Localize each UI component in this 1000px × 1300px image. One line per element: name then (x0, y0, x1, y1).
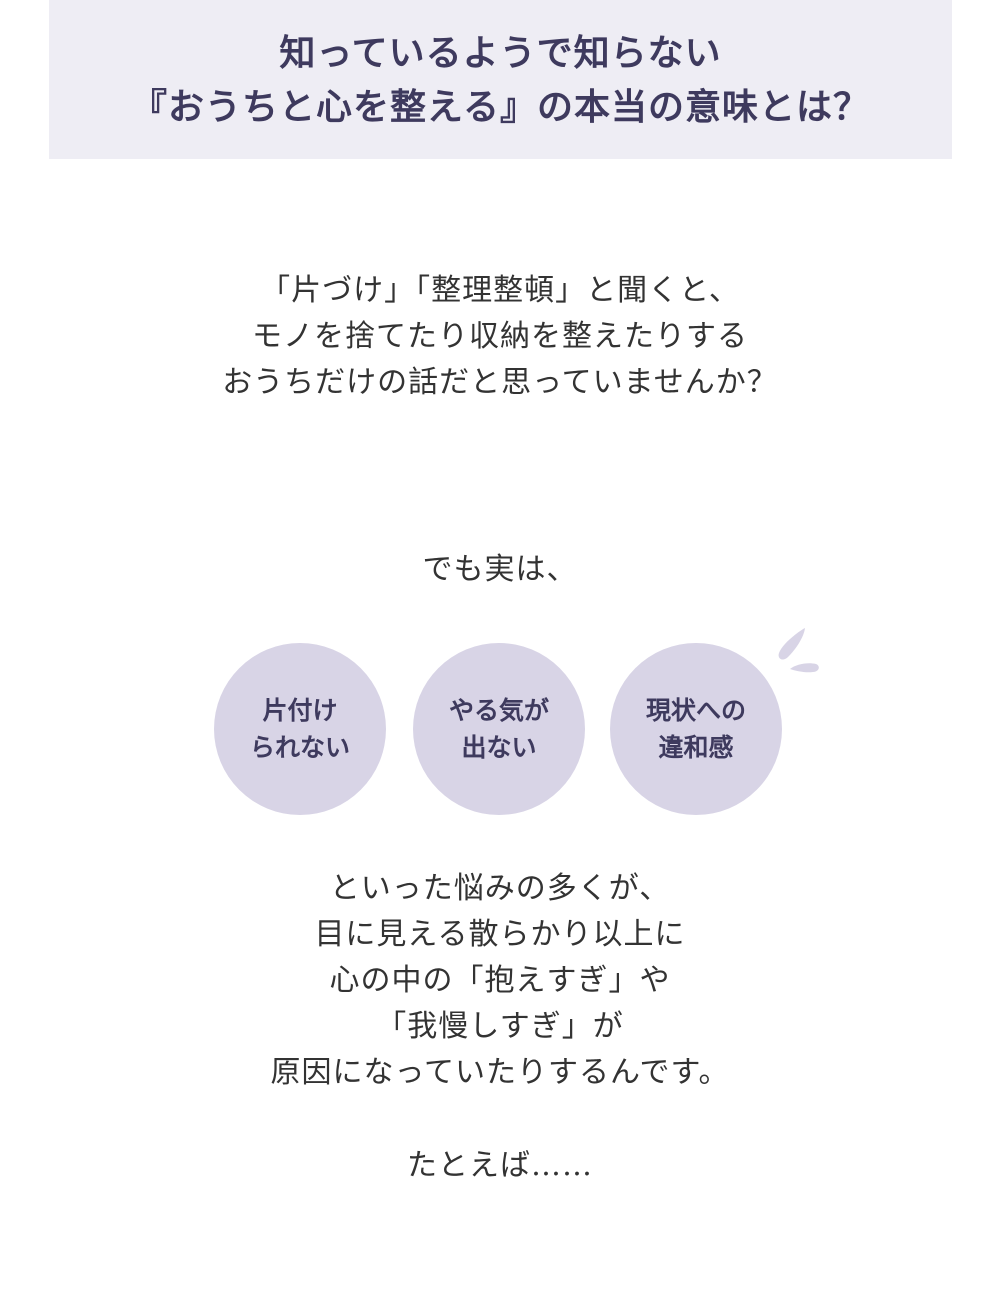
body-paragraph: といった悩みの多くが、 目に見える散らかり以上に 心の中の「抱えすぎ」や 「我慢… (0, 866, 1000, 1096)
intro-line-1: 「片づけ」「整理整頓」と聞くと、 (260, 273, 740, 308)
header-band: 知っているようで知らない 『おうちと心を整える』の本当の意味とは？ (49, 0, 952, 159)
body-line-3: 心の中の「抱えすぎ」や (329, 963, 671, 998)
worry-circle-line: 現状への (645, 696, 746, 725)
worry-circle-cant-tidy: 片付け られない (214, 643, 386, 815)
body-line-5: 原因になっていたりするんです。 (270, 1055, 730, 1090)
worry-circle-line: 片付け (262, 696, 338, 725)
body-line-2: 目に見える散らかり以上に (314, 917, 686, 952)
closing-text: たとえば…… (407, 1148, 593, 1183)
body-line-4: 「我慢しすぎ」が (376, 1009, 624, 1044)
worry-circle-line: 違和感 (658, 733, 734, 762)
intro-line-3: おうちだけの話だと思っていませんか？ (222, 365, 778, 400)
worry-circle-discomfort: 現状への 違和感 (610, 643, 782, 815)
closing-paragraph: たとえば…… (0, 1143, 1000, 1189)
sweat-drops-icon (778, 628, 819, 673)
page-title-line-1: 知っているようで知らない (279, 31, 722, 74)
body-line-1: といった悩みの多くが、 (329, 871, 671, 906)
intro-line-2: モノを捨てたり収納を整えたりする (252, 319, 748, 354)
worry-circle-no-motivation: やる気が 出ない (413, 643, 585, 815)
lead-text: でも実は、 (422, 552, 578, 587)
worry-circles: 片付け られない やる気が 出ない 現状への 違和感 (0, 643, 1000, 815)
intro-paragraph: 「片づけ」「整理整頓」と聞くと、 モノを捨てたり収納を整えたりする おうちだけの… (0, 268, 1000, 406)
worry-circle-line: られない (249, 733, 350, 762)
worry-circle-line: やる気が (448, 696, 549, 725)
worry-circle-line: 出ない (461, 733, 537, 762)
page-title-line-2: 『おうちと心を整える』の本当の意味とは？ (131, 85, 870, 128)
lead-paragraph: でも実は、 (0, 547, 1000, 593)
